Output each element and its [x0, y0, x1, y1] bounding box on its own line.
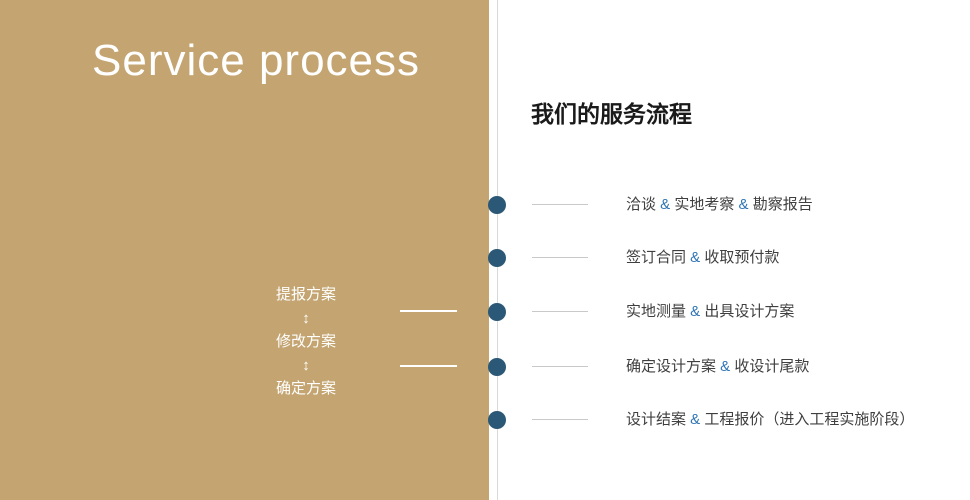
cycle-step-label: 确定方案 [275, 380, 336, 397]
timeline-segment: 收取预付款 [704, 249, 780, 266]
timeline-segment: 实地测量 [626, 303, 687, 320]
page-title: Service process [92, 36, 421, 85]
timeline-dash [532, 257, 588, 258]
timeline-item: 设计结案 & 工程报价（进入工程实施阶段） [0, 410, 970, 430]
ampersand-separator: & [734, 196, 753, 213]
ampersand-separator: & [716, 358, 735, 375]
timeline-text: 实地测量 & 出具设计方案 [626, 302, 794, 322]
connector-line-2 [400, 365, 457, 367]
ampersand-separator: & [686, 303, 705, 320]
updown-arrow-icon: ↕ [302, 310, 310, 327]
updown-arrow-icon: ↕ [302, 357, 310, 374]
ampersand-separator: & [686, 411, 705, 428]
timeline-segment: 出具设计方案 [704, 303, 795, 320]
timeline-dash [532, 366, 588, 367]
timeline-text: 签订合同 & 收取预付款 [626, 248, 779, 268]
timeline-dash [532, 311, 588, 312]
timeline-segment: 签订合同 [626, 249, 687, 266]
timeline-dash [532, 419, 588, 420]
section-heading: 我们的服务流程 [531, 101, 692, 127]
ampersand-separator: & [656, 196, 675, 213]
timeline-segment: 实地考察 [674, 196, 735, 213]
timeline-dot [488, 411, 506, 429]
revision-cycle: 提报方案 ↕ 修改方案 ↕ 确定方案 [245, 283, 367, 401]
timeline-segment: 收设计尾款 [734, 358, 810, 375]
timeline-segment: 勘察报告 [752, 196, 813, 213]
timeline-text: 确定设计方案 & 收设计尾款 [626, 357, 809, 377]
timeline-item: 洽谈 & 实地考察 & 勘察报告 [0, 195, 970, 215]
cycle-step-label: 提报方案 [275, 286, 336, 303]
timeline-dot [488, 249, 506, 267]
timeline-dot [488, 303, 506, 321]
cycle-step-label: 修改方案 [275, 333, 336, 350]
timeline-segment: 确定设计方案 [626, 358, 717, 375]
ampersand-separator: & [686, 249, 705, 266]
timeline-text: 洽谈 & 实地考察 & 勘察报告 [626, 195, 813, 215]
timeline-segment: 洽谈 [626, 196, 657, 213]
timeline-item: 签订合同 & 收取预付款 [0, 248, 970, 268]
left-panel: Service process 提报方案 ↕ 修改方案 ↕ 确定方案 [0, 0, 489, 500]
connector-line-1 [400, 310, 457, 312]
timeline-text: 设计结案 & 工程报价（进入工程实施阶段） [626, 410, 914, 430]
timeline-item: 实地测量 & 出具设计方案 [0, 302, 970, 322]
timeline-dash [532, 204, 588, 205]
timeline-segment: 工程报价（进入工程实施阶段） [704, 411, 915, 428]
timeline-item: 确定设计方案 & 收设计尾款 [0, 357, 970, 377]
timeline-segment: 设计结案 [626, 411, 687, 428]
timeline-dot [488, 358, 506, 376]
timeline-dot [488, 196, 506, 214]
